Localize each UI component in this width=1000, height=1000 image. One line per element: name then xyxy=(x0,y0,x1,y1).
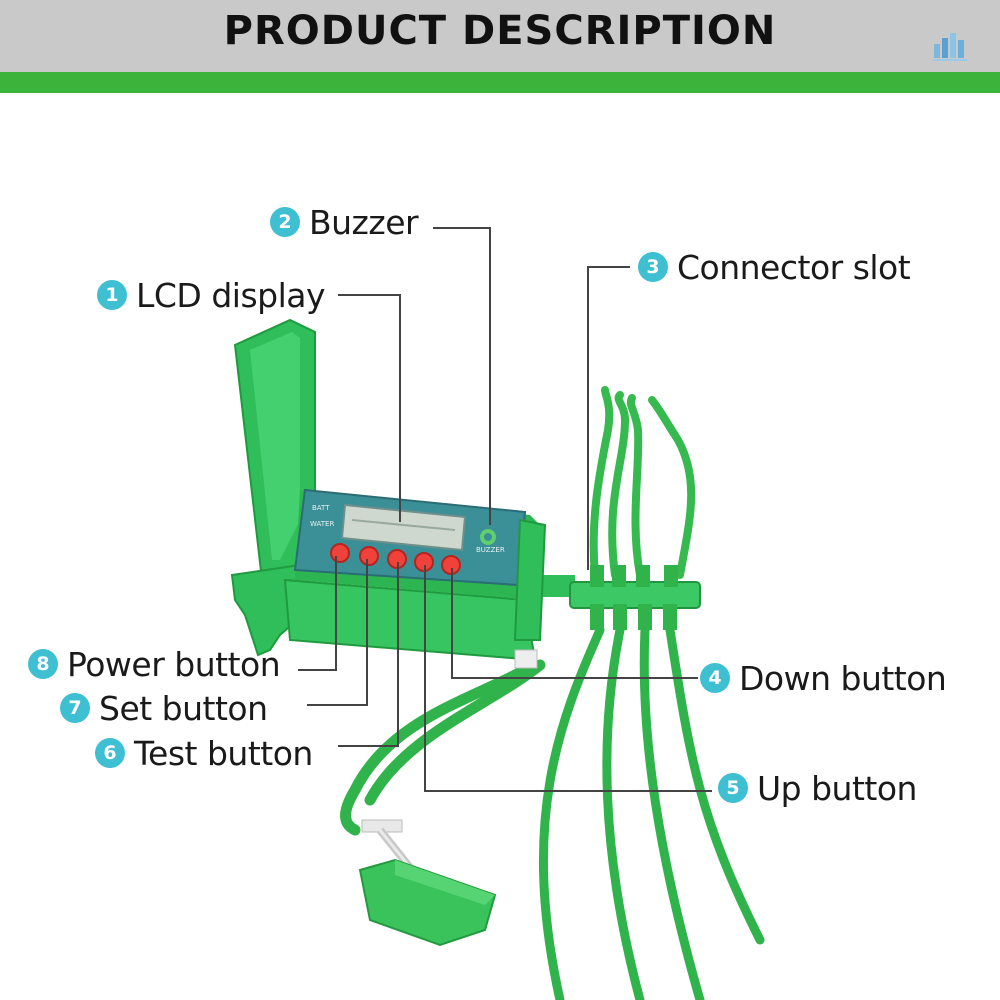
callout-number-badge: 8 xyxy=(28,649,58,679)
panel-text: BATT WATER BUZZER xyxy=(310,504,505,554)
buzzer-label: BUZZER xyxy=(476,546,505,554)
water-label: WATER xyxy=(310,520,334,528)
callout-test-button: 6 Test button xyxy=(95,731,313,775)
callout-number-badge: 2 xyxy=(270,207,300,237)
green-stripe xyxy=(0,72,1000,93)
callout-label: Buzzer xyxy=(309,202,419,242)
callout-down-button: 4 Down button xyxy=(700,656,947,700)
leader-line-set xyxy=(307,559,368,706)
callout-up-button: 5 Up button xyxy=(718,766,917,810)
callout-number-badge: 6 xyxy=(95,738,125,768)
callout-lcd-display: 1 LCD display xyxy=(97,273,326,317)
callout-set-button: 7 Set button xyxy=(60,686,268,730)
callout-label: Down button xyxy=(739,658,947,698)
callout-label: Set button xyxy=(99,688,268,728)
callout-number-badge: 3 xyxy=(638,252,668,282)
callout-label: Power button xyxy=(67,644,281,684)
callout-label: Up button xyxy=(757,768,917,808)
power-button-graphic xyxy=(330,543,350,563)
leader-line-power xyxy=(298,556,337,671)
callout-number-badge: 7 xyxy=(60,693,90,723)
connector-manifold xyxy=(540,565,701,630)
leader-line-connector xyxy=(587,266,630,570)
control-buttons xyxy=(330,543,461,575)
leader-line-lcd xyxy=(338,294,401,522)
outlet-tubes-up xyxy=(589,386,696,579)
page-title: PRODUCT DESCRIPTION xyxy=(223,8,777,54)
controller-body xyxy=(230,318,547,669)
building-logo-icon xyxy=(933,33,967,61)
callout-label: Test button xyxy=(134,733,313,773)
batt-label: BATT xyxy=(312,504,330,512)
sensor-tubes xyxy=(340,659,546,836)
soil-probe xyxy=(358,819,497,947)
leader-line-up xyxy=(424,565,712,792)
leader-line-buzzer xyxy=(433,227,491,525)
set-button-graphic xyxy=(359,546,379,566)
leader-line-test xyxy=(338,562,399,747)
callout-label: LCD display xyxy=(136,275,326,315)
leader-line-down xyxy=(451,568,698,679)
callout-power-button: 8 Power button xyxy=(28,642,281,686)
leader-lines xyxy=(298,227,712,792)
callout-label: Connector slot xyxy=(677,247,911,287)
callout-number-badge: 1 xyxy=(97,280,127,310)
header-bar: PRODUCT DESCRIPTION xyxy=(0,0,1000,72)
callout-connector-slot: 3 Connector slot xyxy=(638,245,911,289)
callout-number-badge: 5 xyxy=(718,773,748,803)
callout-buzzer: 2 Buzzer xyxy=(270,200,419,244)
callout-number-badge: 4 xyxy=(700,663,730,693)
